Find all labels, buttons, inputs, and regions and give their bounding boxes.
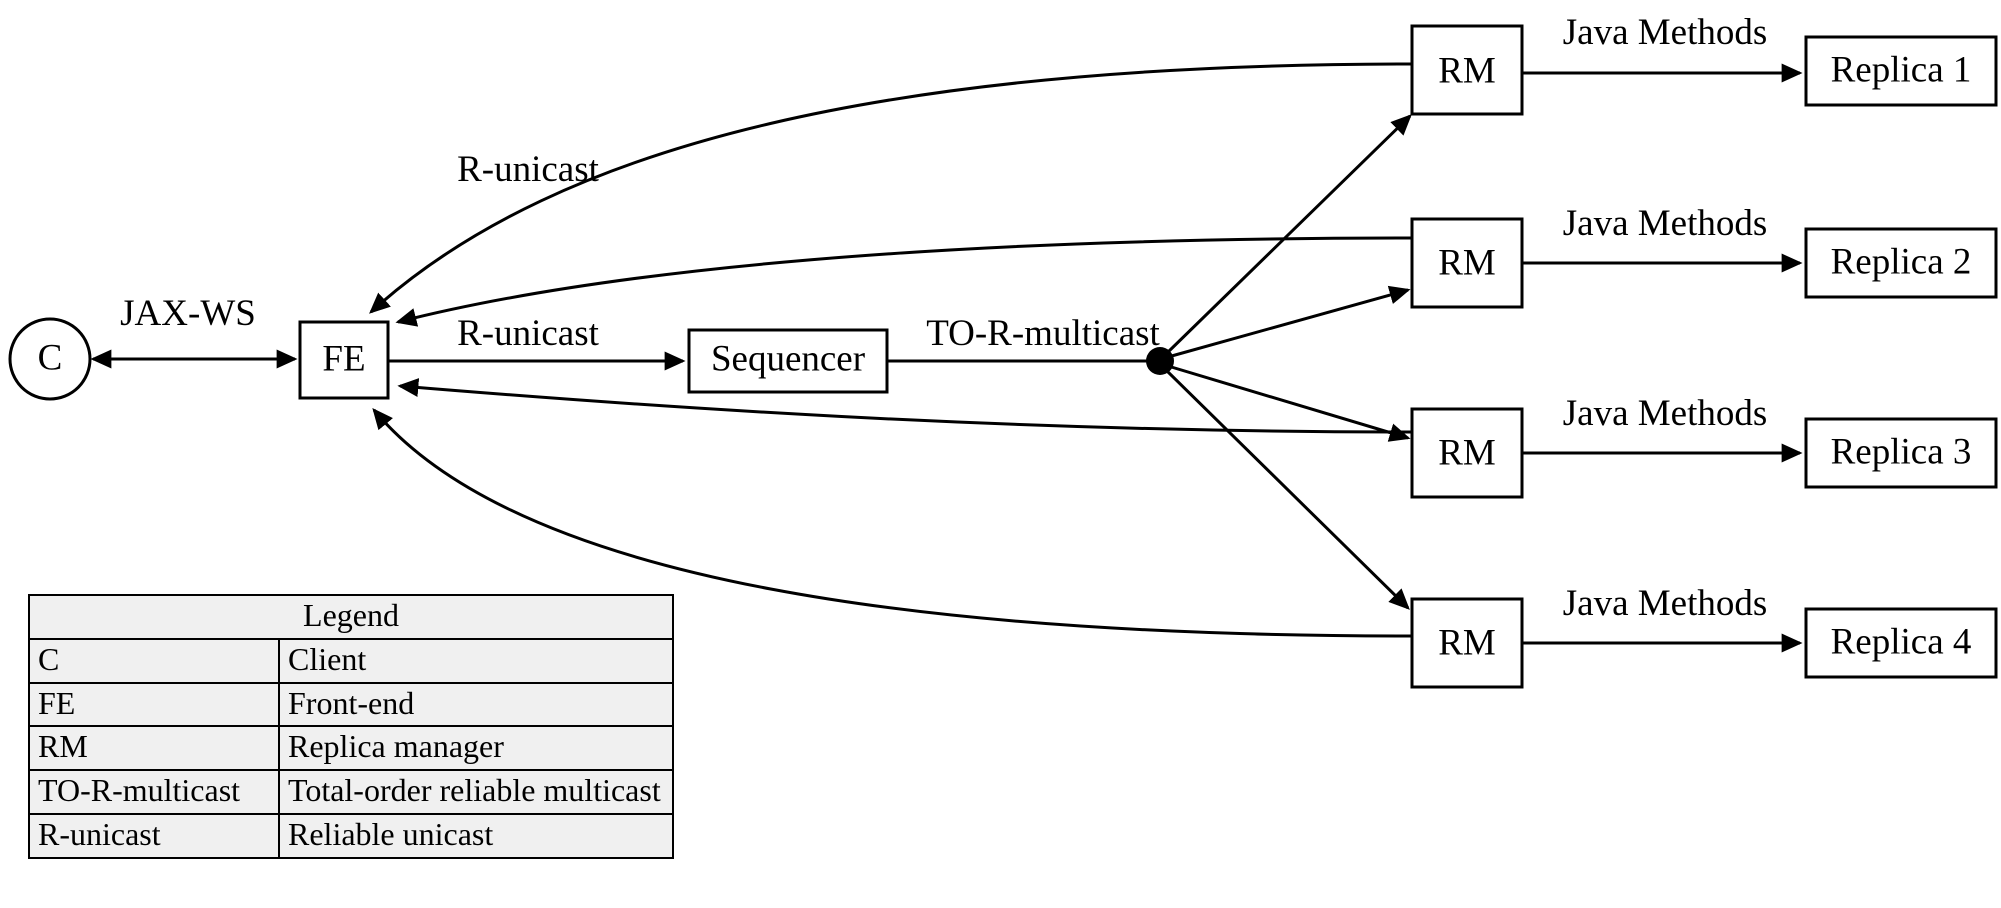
- node-sequencer[interactable]: [687, 328, 889, 394]
- edge-label-java-methods-2: Java Methods: [1563, 203, 1768, 244]
- node-client[interactable]: [8, 317, 92, 401]
- node-front-end-label: FE: [322, 338, 365, 379]
- legend-row: R-unicast Reliable unicast: [28, 813, 674, 859]
- node-rm-1[interactable]: [1410, 24, 1524, 116]
- node-replica-3[interactable]: [1804, 417, 1998, 489]
- edge-junction-rm-4: [1164, 368, 1410, 610]
- edge-junction-rm-1: [1164, 114, 1412, 356]
- node-client-label: C: [38, 337, 63, 378]
- node-replica-3-label: Replica 3: [1831, 431, 1972, 472]
- node-sequencer-label: Sequencer: [711, 338, 865, 379]
- node-rm-2-label: RM: [1438, 242, 1496, 283]
- legend-row: FE Front-end: [28, 681, 674, 728]
- edge-label-java-methods-3: Java Methods: [1563, 393, 1768, 434]
- edge-label-rm-fe-r-unicast: R-unicast: [457, 149, 600, 190]
- edge-label-java-methods-4: Java Methods: [1563, 583, 1768, 624]
- legend-key: C: [28, 637, 280, 684]
- edge-rm-2-frontend: [395, 236, 1413, 327]
- legend-row: C Client: [28, 637, 674, 684]
- node-replica-2-label: Replica 2: [1831, 241, 1972, 282]
- node-rm-3-label: RM: [1438, 432, 1496, 473]
- node-replica-4[interactable]: [1804, 607, 1998, 679]
- legend-value: Replica manager: [278, 725, 674, 772]
- legend-title: Legend: [28, 594, 674, 640]
- node-replica-2[interactable]: [1804, 227, 1998, 299]
- multicast-junction-dot: [1146, 347, 1174, 375]
- node-rm-3[interactable]: [1410, 407, 1524, 499]
- edge-junction-rm-3: [1167, 364, 1411, 442]
- legend-key: TO-R-multicast: [28, 769, 280, 816]
- legend-title-row: Legend: [28, 594, 674, 640]
- legend-key: RM: [28, 725, 280, 772]
- edge-label-java-methods-1: Java Methods: [1563, 12, 1768, 53]
- node-rm-4[interactable]: [1410, 597, 1524, 689]
- legend-value: Reliable unicast: [278, 813, 674, 859]
- node-front-end[interactable]: [298, 320, 390, 400]
- edge-label-jax-ws: JAX-WS: [120, 293, 256, 334]
- node-rm-1-label: RM: [1438, 50, 1496, 91]
- node-rm-2[interactable]: [1410, 217, 1524, 309]
- legend-value: Total-order reliable multicast: [278, 769, 674, 816]
- edge-junction-rm-2: [1167, 285, 1411, 359]
- edge-rm-3-frontend: [397, 378, 1413, 434]
- legend-key: FE: [28, 681, 280, 728]
- legend-row: RM Replica manager: [28, 725, 674, 772]
- node-replica-1[interactable]: [1804, 35, 1998, 107]
- legend-value: Front-end: [278, 681, 674, 728]
- edge-rm-4-frontend: [372, 407, 1413, 638]
- node-replica-1-label: Replica 1: [1831, 49, 1972, 90]
- edge-label-fe-sequencer-r-unicast: R-unicast: [457, 313, 600, 354]
- edge-rm-1-frontend: [369, 62, 1413, 314]
- node-replica-4-label: Replica 4: [1831, 621, 1972, 662]
- node-rm-4-label: RM: [1438, 622, 1496, 663]
- legend-row: TO-R-multicast Total-order reliable mult…: [28, 769, 674, 816]
- edge-label-to-r-multicast: TO-R-multicast: [926, 313, 1160, 354]
- legend-table: Legend C Client FE Front-end RM Replica …: [28, 594, 674, 859]
- legend-value: Client: [278, 637, 674, 684]
- legend-key: R-unicast: [28, 813, 280, 859]
